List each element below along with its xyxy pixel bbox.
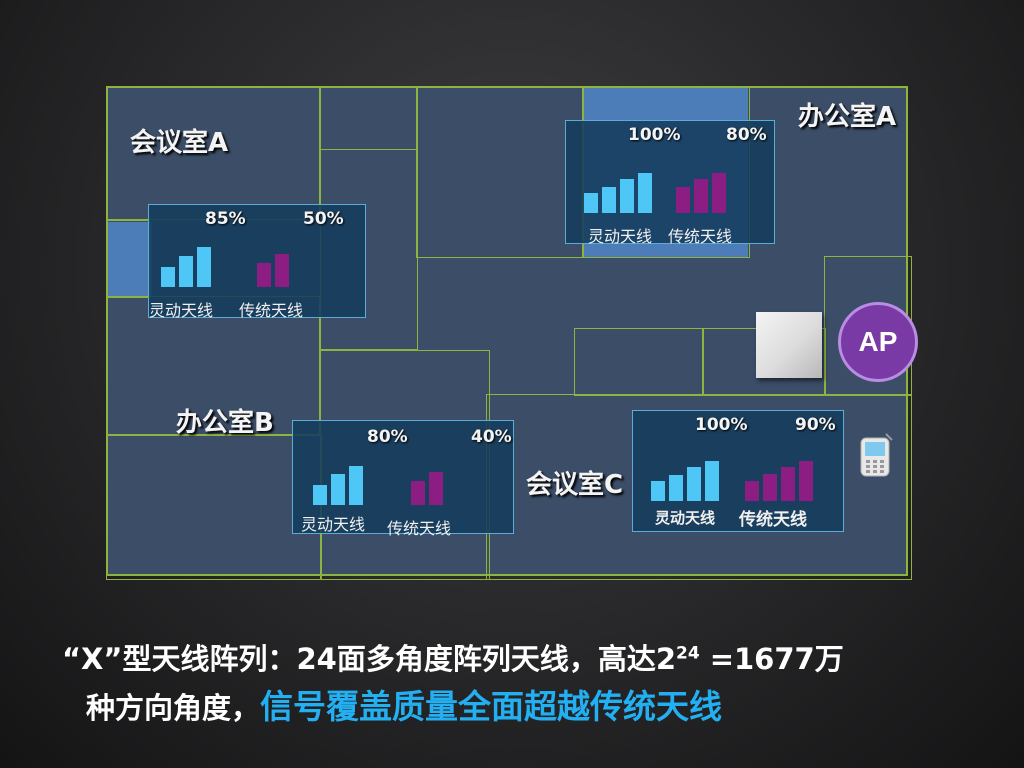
legacy-antenna-bar bbox=[694, 179, 708, 213]
wall bbox=[416, 86, 584, 258]
phone-icon bbox=[860, 433, 893, 477]
smart-antenna-label: 灵动天线 bbox=[588, 227, 653, 246]
legacy-antenna-bar bbox=[745, 481, 759, 501]
legacy-antenna-label: 传统天线 bbox=[239, 301, 304, 320]
smart-antenna-percent: 85% bbox=[205, 209, 246, 229]
highlight-tile-left bbox=[108, 222, 152, 297]
smart-antenna-bar bbox=[638, 173, 652, 213]
signal-panel-meeting-c: 100% 90% 灵动天线 传统天线 bbox=[632, 410, 844, 532]
room-label-meeting-c: 会议室C bbox=[526, 470, 624, 500]
smart-antenna-bar bbox=[584, 193, 598, 213]
room-label-office-b: 办公室B bbox=[176, 408, 274, 438]
legacy-antenna-bar bbox=[712, 173, 726, 213]
room-label-meeting-a: 会议室A bbox=[130, 128, 229, 158]
smart-antenna-label: 灵动天线 bbox=[149, 301, 214, 320]
caption-line-2: 种方向角度，信号覆盖质量全面超越传统天线 bbox=[86, 680, 722, 728]
ap-device-icon bbox=[756, 312, 822, 378]
legacy-antenna-percent: 80% bbox=[726, 125, 767, 145]
smart-antenna-bar bbox=[161, 267, 175, 287]
wall bbox=[106, 434, 322, 580]
ap-badge: AP bbox=[838, 302, 918, 382]
room-label-office-a: 办公室A bbox=[798, 102, 897, 132]
smart-antenna-percent: 80% bbox=[367, 427, 408, 447]
smart-antenna-bar bbox=[687, 467, 701, 501]
smart-antenna-bar bbox=[705, 461, 719, 501]
signal-panel-meeting-a: 85% 50% 灵动天线 传统天线 bbox=[148, 204, 366, 320]
caption-highlight: 信号覆盖质量全面超越传统天线 bbox=[260, 687, 723, 726]
smart-antenna-bar bbox=[669, 475, 683, 501]
smart-antenna-bar bbox=[620, 179, 634, 213]
wall bbox=[106, 220, 150, 298]
smart-antenna-bar bbox=[313, 485, 327, 505]
caption-line-1: “X”型天线阵列：24面多角度阵列天线，高达224 =1677万 bbox=[62, 636, 844, 678]
legacy-antenna-label: 传统天线 bbox=[739, 510, 807, 530]
legacy-antenna-bar bbox=[799, 461, 813, 501]
smart-antenna-bar bbox=[179, 256, 193, 287]
legacy-antenna-percent: 50% bbox=[303, 209, 344, 229]
smart-antenna-percent: 100% bbox=[695, 415, 748, 435]
smart-antenna-bar bbox=[651, 481, 665, 501]
legacy-antenna-percent: 90% bbox=[795, 415, 836, 435]
caption-line-2-normal: 种方向角度， bbox=[86, 691, 261, 725]
smart-antenna-bar bbox=[197, 247, 211, 287]
caption-exponent: 24 bbox=[676, 643, 700, 664]
legacy-antenna-bar bbox=[257, 263, 271, 287]
smart-antenna-label: 灵动天线 bbox=[301, 515, 366, 534]
wall bbox=[574, 328, 704, 396]
signal-panel-office-a: 100% 80% 灵动天线 传统天线 bbox=[565, 120, 775, 246]
legacy-antenna-bar bbox=[676, 187, 690, 213]
caption-line-1-tail: =1677万 bbox=[709, 642, 844, 676]
caption-line-1-main: “X”型天线阵列：24面多角度阵列天线，高达2 bbox=[62, 642, 677, 676]
legacy-antenna-label: 传统天线 bbox=[668, 227, 733, 246]
smart-antenna-bar bbox=[349, 466, 363, 505]
signal-panel-office-b: 80% 40% 灵动天线 传统天线 bbox=[292, 420, 514, 538]
legacy-antenna-label: 传统天线 bbox=[387, 519, 452, 538]
smart-antenna-bar bbox=[602, 187, 616, 213]
legacy-antenna-bar bbox=[429, 472, 443, 505]
legacy-antenna-percent: 40% bbox=[471, 427, 512, 447]
legacy-antenna-bar bbox=[763, 474, 777, 501]
legacy-antenna-bar bbox=[411, 481, 425, 505]
smart-antenna-bar bbox=[331, 474, 345, 505]
smart-antenna-percent: 100% bbox=[628, 125, 681, 145]
legacy-antenna-bar bbox=[781, 467, 795, 501]
legacy-antenna-bar bbox=[275, 254, 289, 287]
smart-antenna-label: 灵动天线 bbox=[655, 509, 716, 527]
